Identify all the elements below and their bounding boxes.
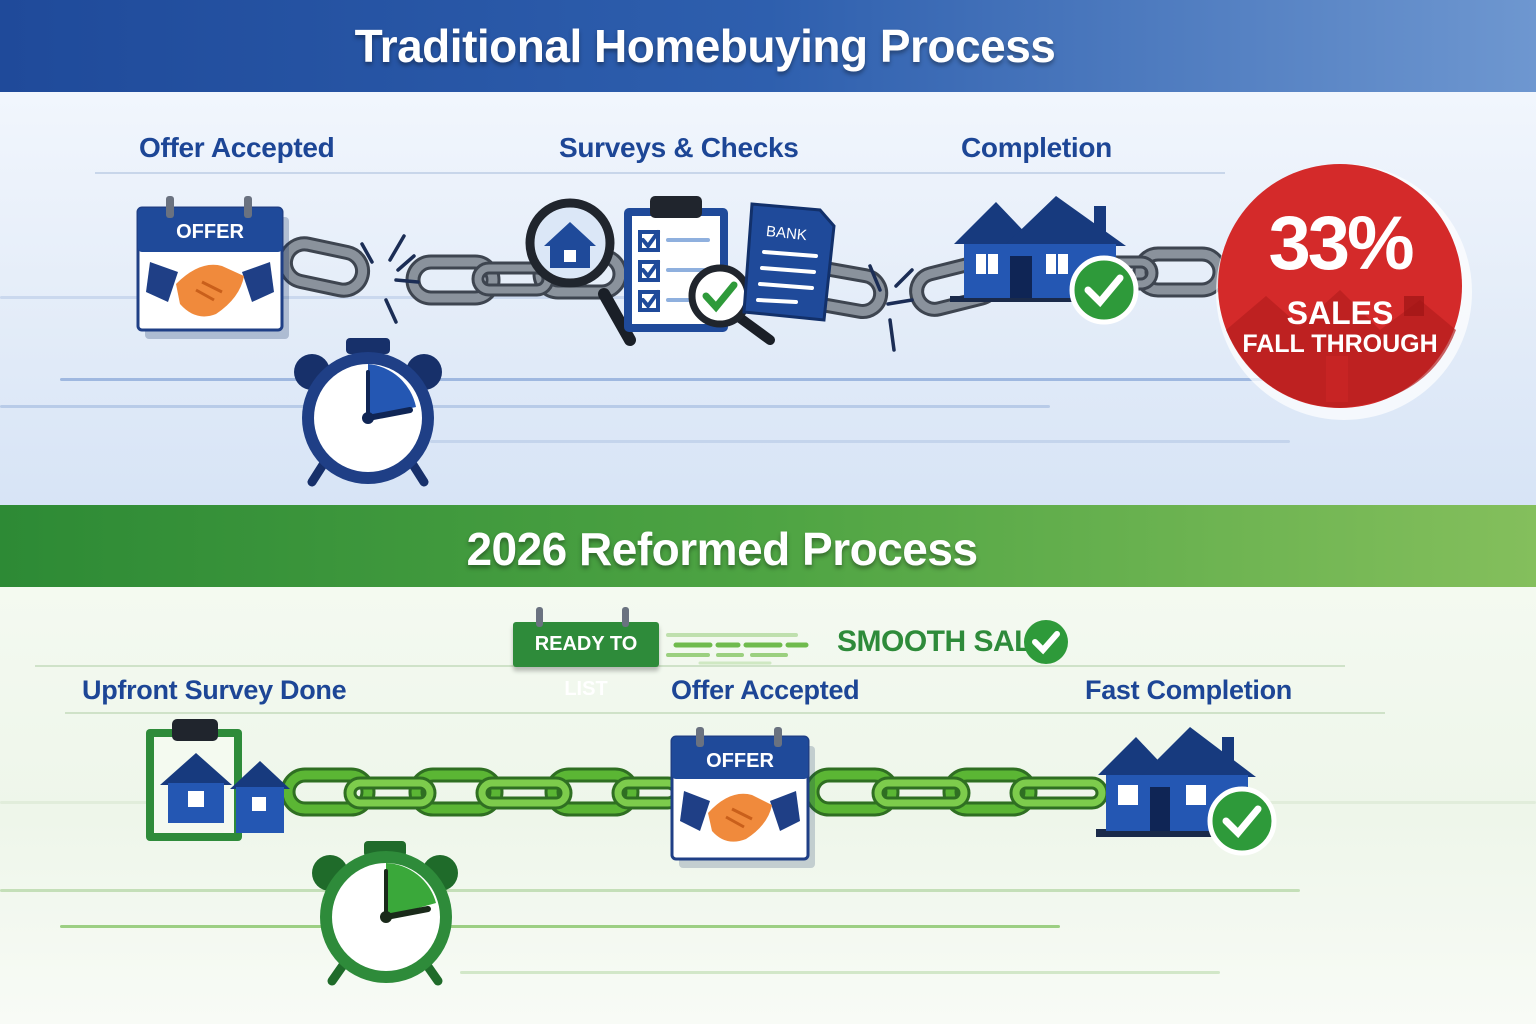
step-label-fast-completion: Fast Completion bbox=[1085, 675, 1293, 705]
offer-calendar-icon bbox=[136, 196, 289, 339]
step-label-offer-accepted: Offer Accepted bbox=[671, 675, 860, 705]
stat-percentage: 33% bbox=[1268, 201, 1414, 286]
speed-line bbox=[0, 296, 760, 299]
check-icon bbox=[1024, 620, 1068, 664]
completion-house-icon bbox=[1096, 727, 1277, 856]
speed-line bbox=[0, 405, 1050, 408]
divider bbox=[35, 665, 1345, 667]
speed-line bbox=[60, 925, 1060, 928]
fall-through-stat-badge bbox=[1216, 164, 1472, 420]
step-label-completion: Completion bbox=[961, 132, 1112, 163]
alarm-clock-icon bbox=[294, 338, 442, 487]
alarm-clock-icon bbox=[312, 841, 458, 986]
calendar-pin bbox=[536, 607, 629, 627]
completion-house-icon bbox=[950, 196, 1139, 325]
ready-to-list-chip: READY TO LIST bbox=[513, 622, 659, 700]
offer-card-label: OFFER bbox=[706, 750, 774, 772]
speed-line bbox=[60, 378, 1310, 381]
unbroken-chain bbox=[280, 767, 1109, 817]
speed-line bbox=[0, 889, 1300, 892]
bank-document-icon bbox=[742, 202, 836, 322]
chain-break-spark bbox=[868, 264, 914, 352]
chain-break-spark bbox=[360, 234, 420, 324]
bank-document-label: BANK bbox=[765, 223, 807, 244]
offer-card-label: OFFER bbox=[176, 221, 244, 243]
speed-line bbox=[460, 971, 1220, 974]
divider bbox=[65, 712, 1385, 714]
stat-line-2: FALL THROUGH bbox=[1242, 330, 1438, 358]
smooth-sale-label: SMOOTH SALE bbox=[837, 625, 1052, 658]
reformed-banner: 2026 Reformed Process bbox=[0, 505, 1536, 587]
traditional-diagram: OFFER bbox=[136, 164, 1472, 487]
checklist-clipboard-icon bbox=[624, 196, 775, 345]
step-label-surveys-checks: Surveys & Checks bbox=[559, 132, 799, 163]
reformed-diagram: OFFER bbox=[146, 607, 1277, 986]
traditional-banner: Traditional Homebuying Process bbox=[0, 0, 1536, 92]
speed-line bbox=[430, 440, 1290, 443]
reformed-title: 2026 Reformed Process bbox=[466, 523, 978, 575]
step-label-offer-accepted: Offer Accepted bbox=[139, 132, 335, 163]
divider bbox=[95, 172, 1225, 174]
offer-calendar-icon bbox=[670, 727, 815, 868]
traditional-title: Traditional Homebuying Process bbox=[354, 20, 1056, 72]
survey-clipboard-icon bbox=[146, 719, 290, 841]
traditional-section: Traditional Homebuying Process Offer Acc… bbox=[0, 0, 1536, 505]
stat-line-1: SALES bbox=[1286, 295, 1394, 331]
motion-lines bbox=[666, 633, 809, 665]
magnifier-house-icon bbox=[525, 198, 636, 346]
step-label-upfront-survey: Upfront Survey Done bbox=[82, 675, 347, 705]
reformed-section: 2026 Reformed Process READY TO LIST SMOO… bbox=[0, 505, 1536, 1024]
